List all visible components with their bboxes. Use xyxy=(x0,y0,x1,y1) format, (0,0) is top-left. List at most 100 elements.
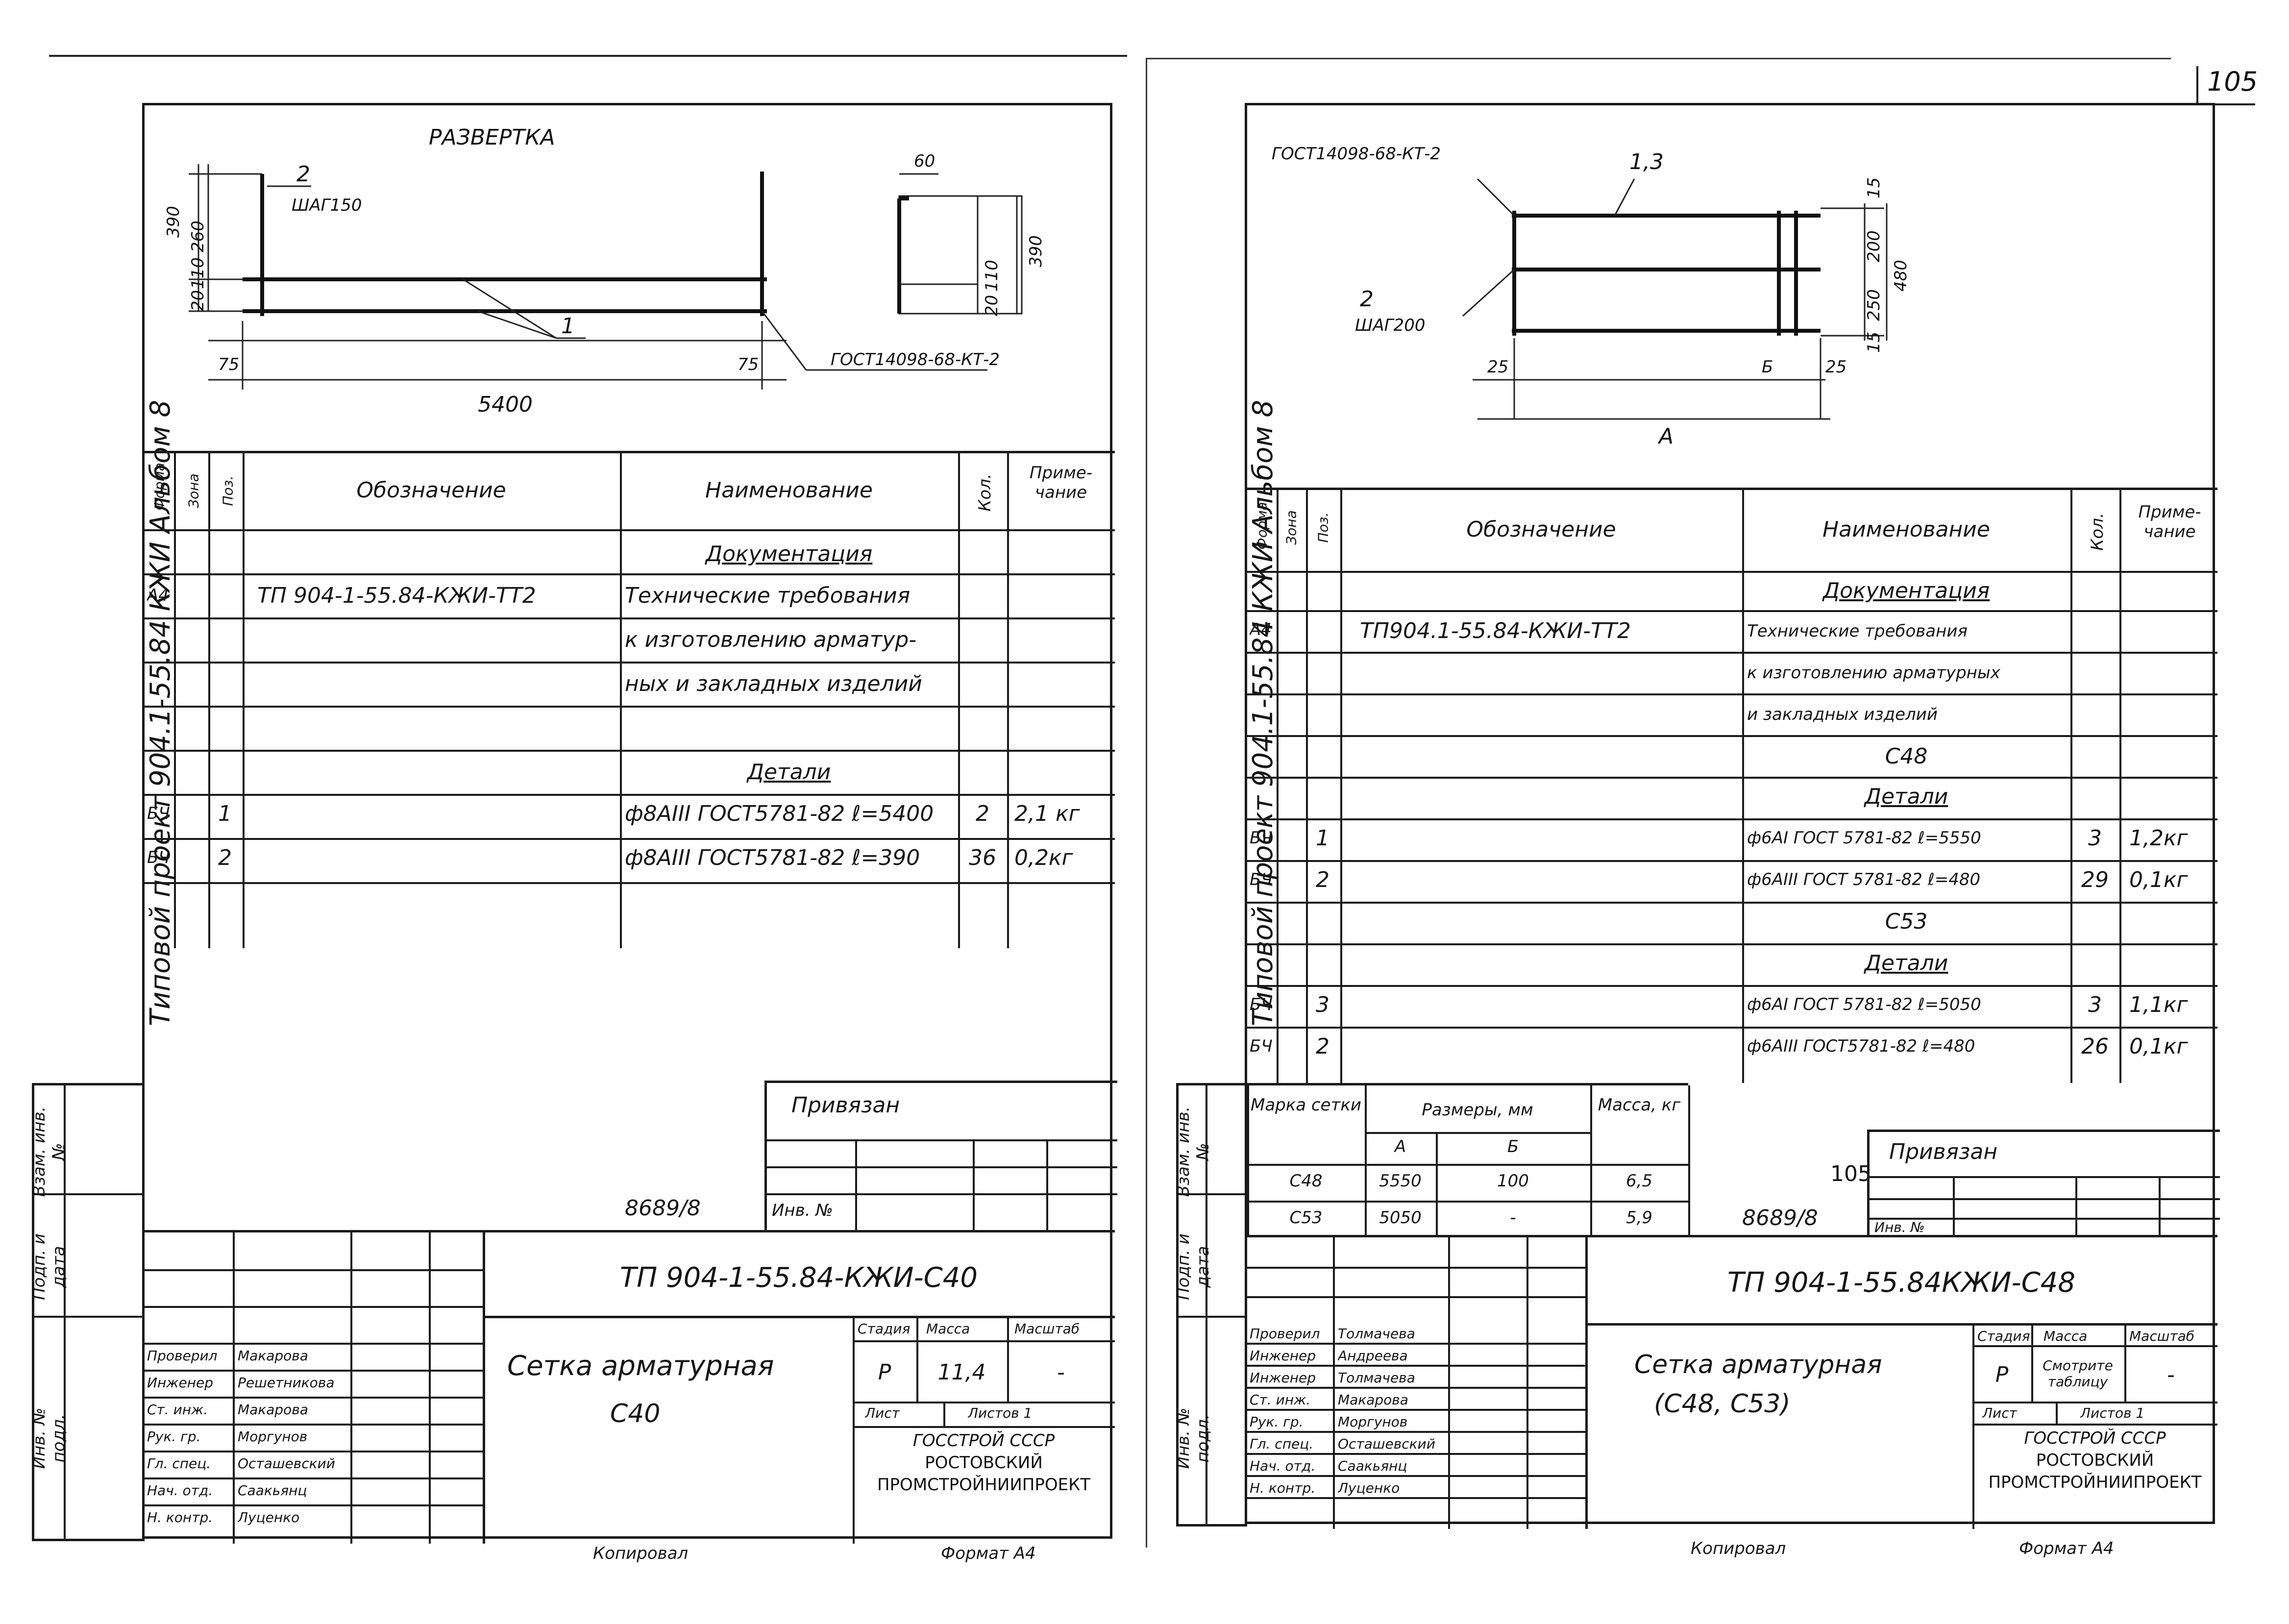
left-h-pos: Поз. xyxy=(220,475,236,506)
right-row1-format: А4 xyxy=(1250,620,1272,640)
right-row11-note: 0,1кг xyxy=(2129,1034,2188,1059)
right-gost: ГОСТ14098-68-КТ-2 xyxy=(1272,144,1441,164)
left-stamp-col xyxy=(34,1085,66,1539)
left-drawing-title: РАЗВЕРТКА xyxy=(429,125,555,150)
left-row2-name: к изготовлению арматур- xyxy=(625,627,917,652)
right-role-7: Н. контр. xyxy=(1250,1480,1316,1496)
left-d75b: 75 xyxy=(738,355,759,374)
left-d260: 260 xyxy=(188,221,208,252)
left-code: ТП 904-1-55.84-КЖИ-С40 xyxy=(619,1262,978,1294)
right-attached-block: Привязан Инв. № xyxy=(1867,1130,2220,1235)
left-role-5: Нач. отд. xyxy=(147,1482,213,1499)
right-mesh-h-b: Б xyxy=(1507,1137,1519,1156)
right-stamp-label-1: Взам. инв. № xyxy=(1174,1106,1213,1197)
left-d390: 390 xyxy=(164,206,183,238)
left-pos2-label: 2 xyxy=(296,162,310,187)
right-row10-name: ф6АI ГОСТ 5781-82 ℓ=5050 xyxy=(1747,995,1981,1014)
left-sheet-name-1: Сетка арматурная xyxy=(507,1350,774,1382)
right-stamp-105: 105 xyxy=(1830,1161,1871,1186)
right-role-6: Нач. отд. xyxy=(1250,1458,1316,1474)
right-h-format: Формат xyxy=(1254,500,1270,550)
right-attached-label: Привязан xyxy=(1889,1139,1998,1164)
right-dB: Б xyxy=(1762,357,1773,377)
left-stamp-label-1: Взам. инв. № xyxy=(29,1106,69,1197)
left-d20b: 20 xyxy=(982,295,1002,316)
left-spec-table: Формат Зона Поз. Обозначение Наименовани… xyxy=(145,451,1115,1085)
right-d25a: 25 xyxy=(1487,357,1508,377)
left-step: ШАГ150 xyxy=(292,196,362,215)
left-role-3: Рук. гр. xyxy=(147,1428,201,1445)
left-ref-number: 8689/8 xyxy=(625,1196,701,1221)
right-mesh-h-sizes: Размеры, мм xyxy=(1422,1100,1533,1120)
right-row8-name: С53 xyxy=(1885,909,1928,934)
left-h-qty: Кол. xyxy=(975,473,995,512)
left-org-2: РОСТОВСКИЙ xyxy=(925,1453,1043,1473)
left-row1-format: А4 xyxy=(147,586,169,605)
right-h-name: Наименование xyxy=(1822,517,1990,542)
right-stage-label: Стадия xyxy=(1977,1328,2030,1344)
right-stamp-label-2: Подп. и дата xyxy=(1174,1233,1213,1300)
right-row1-designation: ТП904.1-55.84-КЖИ-ТТ2 xyxy=(1360,618,1631,643)
left-role-6: Н. контр. xyxy=(147,1509,213,1526)
left-d110b: 110 xyxy=(982,260,1002,292)
left-org-1: ГОССТРОЙ СССР xyxy=(912,1431,1055,1451)
right-sheets-label: Листов 1 xyxy=(2080,1405,2145,1421)
left-sheet-label: Лист xyxy=(865,1405,900,1421)
left-d110: 110 xyxy=(188,257,208,289)
right-row11-format: БЧ xyxy=(1250,1036,1273,1056)
right-org-1: ГОССТРОЙ СССР xyxy=(2024,1428,2166,1448)
right-mesh-h-a: А xyxy=(1394,1137,1406,1156)
left-row-details-name: Детали xyxy=(747,760,831,785)
left-row6-note: 2,1 кг xyxy=(1014,801,1080,826)
right-name-1: Андреева xyxy=(1338,1348,1408,1364)
right-stage: Р xyxy=(1995,1362,2009,1387)
right-title-block: ТП 904-1-55.84КЖИ-С48 Стадия Масса Масшт… xyxy=(1247,1235,2217,1529)
left-gost: ГОСТ14098-68-КТ-2 xyxy=(831,350,1000,369)
left-stamp-label-3: Инв. № подл. xyxy=(29,1407,69,1469)
right-row6-qty: 3 xyxy=(2088,826,2102,851)
right-mesh-r0-a: 5550 xyxy=(1379,1171,1422,1191)
left-row6-pos: 1 xyxy=(218,801,232,826)
right-h-zone: Зона xyxy=(1283,510,1300,545)
right-mesh-r1-mark: С53 xyxy=(1289,1208,1323,1228)
left-name-6: Луценко xyxy=(238,1509,300,1526)
right-pos2: 2 xyxy=(1360,287,1374,312)
right-d15a: 15 xyxy=(1864,177,1884,198)
left-role-0: Проверил xyxy=(147,1348,218,1364)
right-org-2: РОСТОВСКИЙ xyxy=(2036,1451,2154,1470)
right-row11-name: ф6АIII ГОСТ5781-82 ℓ=480 xyxy=(1747,1036,1975,1056)
right-row7-note: 0,1кг xyxy=(2129,867,2188,892)
right-stamp-col xyxy=(1179,1085,1207,1524)
right-scale: - xyxy=(2167,1362,2175,1387)
left-mass: 11,4 xyxy=(937,1360,986,1385)
left-h-note: Приме- чание xyxy=(1029,463,1093,502)
left-scale-label: Масштаб xyxy=(1014,1321,1080,1337)
right-dA: А xyxy=(1657,424,1674,449)
right-stamp-label-3: Инв. № подл. xyxy=(1174,1407,1213,1469)
left-row7-format: БЧ xyxy=(147,848,170,867)
left-name-1: Решетникова xyxy=(238,1375,335,1391)
right-sidebar-stamp: Взам. инв. № Подп. и дата Инв. № подл. xyxy=(1174,1083,1247,1526)
left-format: Формат А4 xyxy=(941,1544,1036,1563)
right-mesh-r0-b: 100 xyxy=(1497,1171,1529,1191)
left-name-2: Макарова xyxy=(238,1402,308,1418)
left-h-zone: Зона xyxy=(185,473,202,508)
right-mesh-r0-mass: 6,5 xyxy=(1625,1171,1653,1191)
left-h-designation: Обозначение xyxy=(356,478,506,503)
right-mesh-r1-a: 5050 xyxy=(1379,1208,1422,1228)
left-attached-block: Привязан Инв. № xyxy=(764,1081,1117,1230)
right-row6-pos: 1 xyxy=(1316,826,1329,851)
left-d390b: 390 xyxy=(1026,235,1046,267)
left-row6-name: ф8АIII ГОСТ5781-82 ℓ=5400 xyxy=(625,801,934,826)
left-mass-label: Масса xyxy=(926,1321,970,1337)
right-name-5: Осташевский xyxy=(1338,1436,1435,1452)
right-row10-qty: 3 xyxy=(2088,992,2102,1017)
left-d20: 20 xyxy=(188,290,208,311)
left-h-name: Наименование xyxy=(705,478,873,503)
right-d200: 200 xyxy=(1864,230,1884,262)
right-h-pos: Поз. xyxy=(1315,512,1331,543)
right-row11-pos: 2 xyxy=(1316,1034,1329,1059)
left-name-0: Макарова xyxy=(238,1348,308,1364)
right-copied: Копировал xyxy=(1691,1539,1786,1558)
right-d15b: 15 xyxy=(1864,332,1884,353)
